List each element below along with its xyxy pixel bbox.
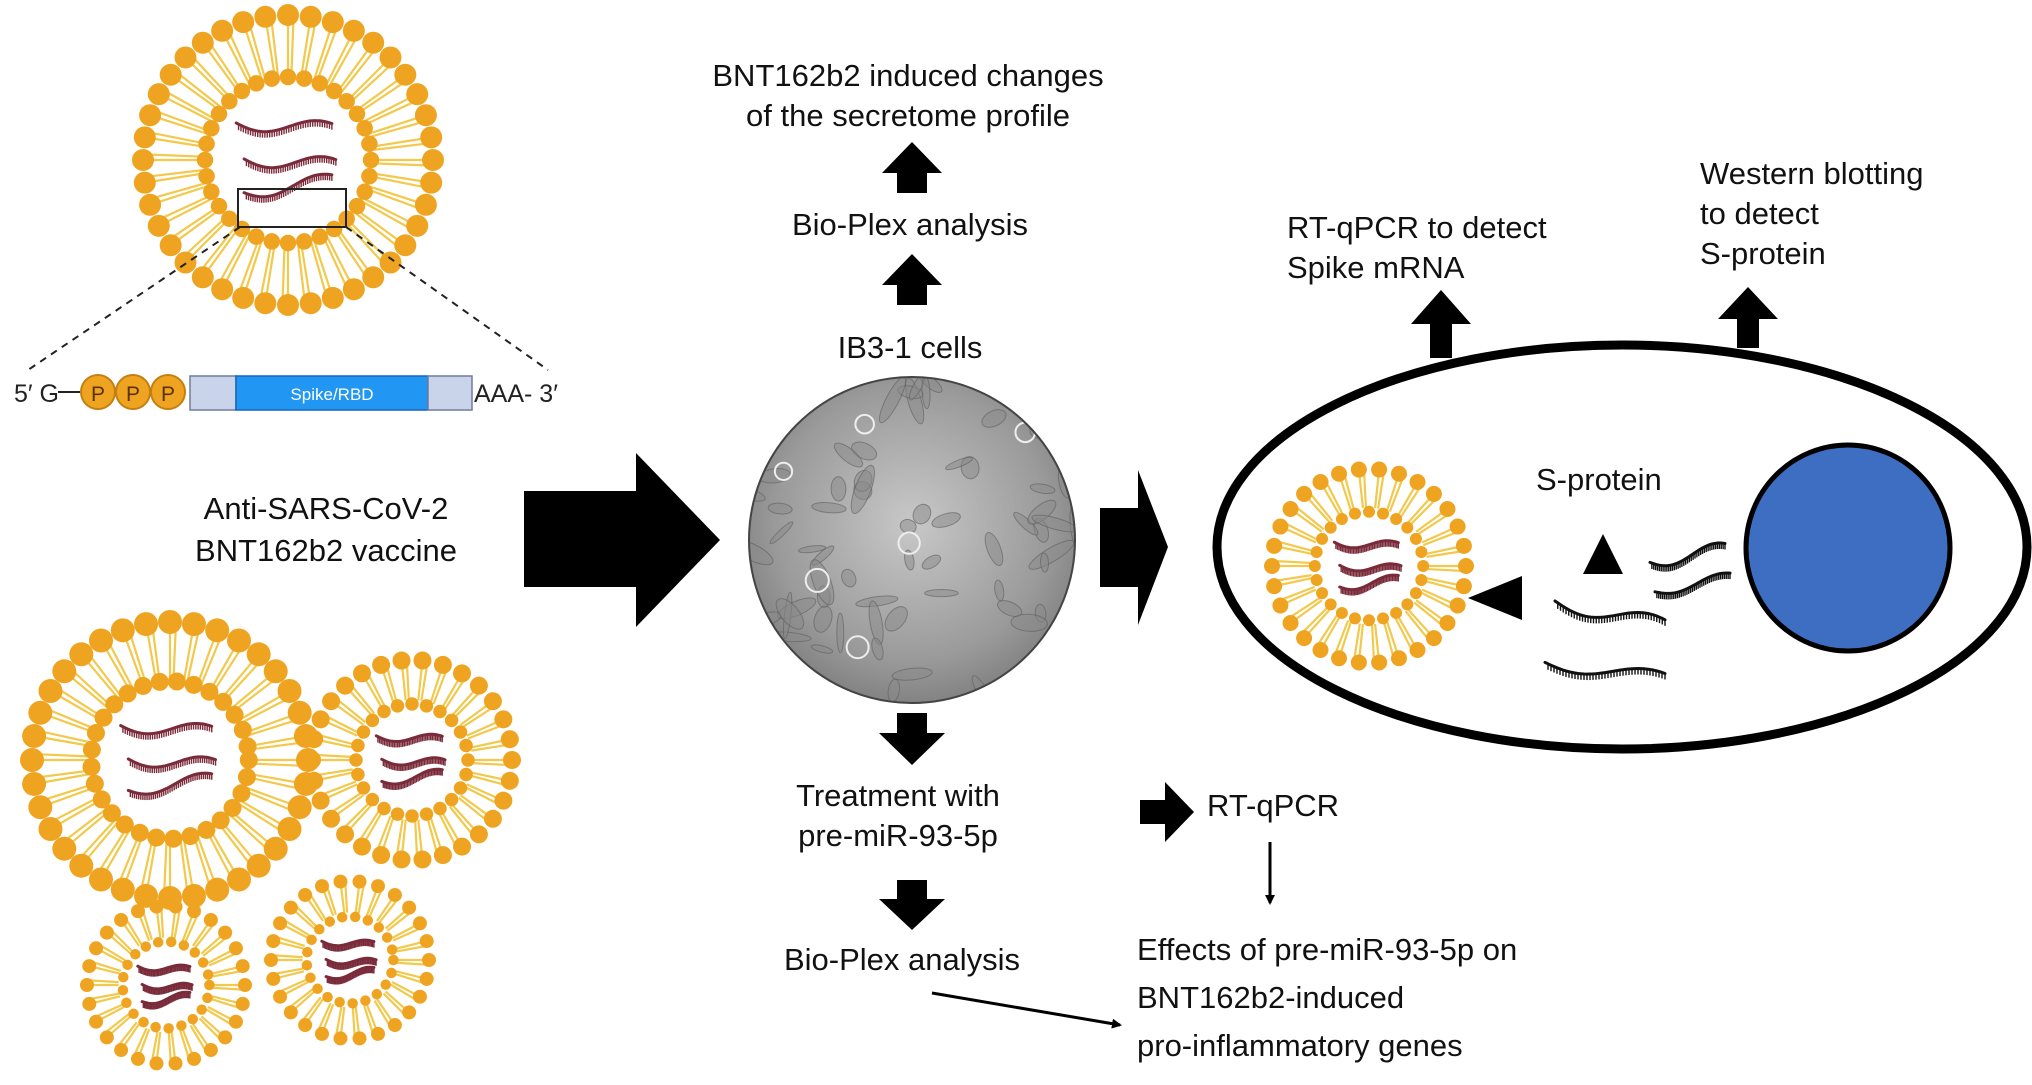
block-arrow-icon bbox=[1718, 287, 1778, 348]
mrna-strands bbox=[1543, 541, 1732, 681]
western-blot-line: to detect bbox=[1700, 196, 1819, 231]
lipid-nanoparticle-icon bbox=[1264, 461, 1474, 671]
block-arrow-icon bbox=[879, 713, 945, 765]
block-arrow-icon bbox=[879, 880, 945, 930]
lipid-nanoparticle-icon bbox=[20, 610, 320, 910]
phosphate-label: P bbox=[91, 383, 105, 406]
western-blot-line: Western blotting bbox=[1700, 156, 1924, 191]
secretome-label-line: of the secretome profile bbox=[746, 98, 1070, 133]
nucleus-icon bbox=[1743, 442, 1953, 654]
zoom-line-left bbox=[27, 226, 241, 371]
lipid-nanoparticle-icon bbox=[303, 651, 521, 869]
treatment-label-line: Treatment with bbox=[796, 778, 1000, 813]
three-prime-label: AAA- 3′ bbox=[474, 380, 558, 408]
western-blot-line: S-protein bbox=[1700, 236, 1826, 271]
vaccine-label: Anti-SARS-CoV-2 BNT162b2 vaccine bbox=[195, 488, 457, 572]
treatment-label: Treatment with pre-miR-93-5p bbox=[796, 776, 1000, 856]
cell-micrograph-icon bbox=[748, 376, 1076, 704]
phosphate-icon bbox=[80, 374, 186, 410]
zoom-line-right bbox=[345, 226, 549, 371]
lipid-nanoparticle-icon bbox=[132, 4, 444, 316]
construct-highlight-box bbox=[237, 188, 347, 228]
block-arrow-icon bbox=[1140, 782, 1194, 842]
block-arrow-icon bbox=[524, 453, 720, 627]
secretome-label-line: BNT162b2 induced changes bbox=[712, 58, 1104, 93]
cells-label: IB3-1 cells bbox=[837, 330, 983, 365]
block-arrow-icon bbox=[882, 254, 942, 305]
block-arrow-icon bbox=[1411, 290, 1471, 358]
phosphate-label: P bbox=[126, 383, 140, 406]
effects-label-line: Effects of pre-miR-93-5p on bbox=[1137, 932, 1518, 967]
block-arrow-icon bbox=[882, 142, 942, 193]
vaccine-label-line: Anti-SARS-CoV-2 bbox=[203, 491, 449, 526]
mrna-construct: 5′ G P P P Spike/RBD AAA- 3′ bbox=[14, 374, 558, 411]
lipid-nanoparticle-icon bbox=[80, 899, 252, 1071]
s-protein-label: S-protein bbox=[1536, 462, 1662, 497]
phosphate-label: P bbox=[161, 383, 175, 406]
western-blot-label: Western blotting to detect S-protein bbox=[1700, 154, 1923, 274]
rtqpcr-detect-label: RT-qPCR to detect Spike mRNA bbox=[1287, 208, 1547, 288]
utr-box-right bbox=[427, 375, 473, 411]
effects-label-line: pro-inflammatory genes bbox=[1137, 1028, 1463, 1063]
rtqpcr-detect-line: RT-qPCR to detect bbox=[1287, 210, 1547, 245]
spike-rbd-label: Spike/RBD bbox=[290, 385, 373, 404]
effects-label: Effects of pre-miR-93-5p on BNT162b2-ind… bbox=[1137, 926, 1517, 1070]
block-arrow-icon bbox=[1100, 470, 1168, 625]
five-prime-label: 5′ G bbox=[14, 380, 59, 408]
connector-arrow bbox=[931, 991, 1122, 1029]
rtqpcr-detect-line: Spike mRNA bbox=[1287, 250, 1465, 285]
bioplex-bottom-label: Bio-Plex analysis bbox=[783, 942, 1021, 977]
bioplex-top-label: Bio-Plex analysis bbox=[791, 207, 1029, 242]
vaccine-label-line: BNT162b2 vaccine bbox=[195, 533, 457, 568]
treatment-label-line: pre-miR-93-5p bbox=[798, 818, 998, 853]
effects-label-line: BNT162b2-induced bbox=[1137, 980, 1405, 1015]
rtqpcr-label: RT-qPCR bbox=[1207, 788, 1340, 823]
utr-box-left bbox=[189, 375, 237, 411]
triangle-protein-icon bbox=[1583, 534, 1623, 574]
spike-rbd-box bbox=[235, 375, 429, 411]
triangle-protein-icon bbox=[1468, 576, 1522, 620]
lipid-nanoparticle-icon bbox=[264, 874, 436, 1046]
secretome-label: BNT162b2 induced changes of the secretom… bbox=[712, 56, 1103, 136]
